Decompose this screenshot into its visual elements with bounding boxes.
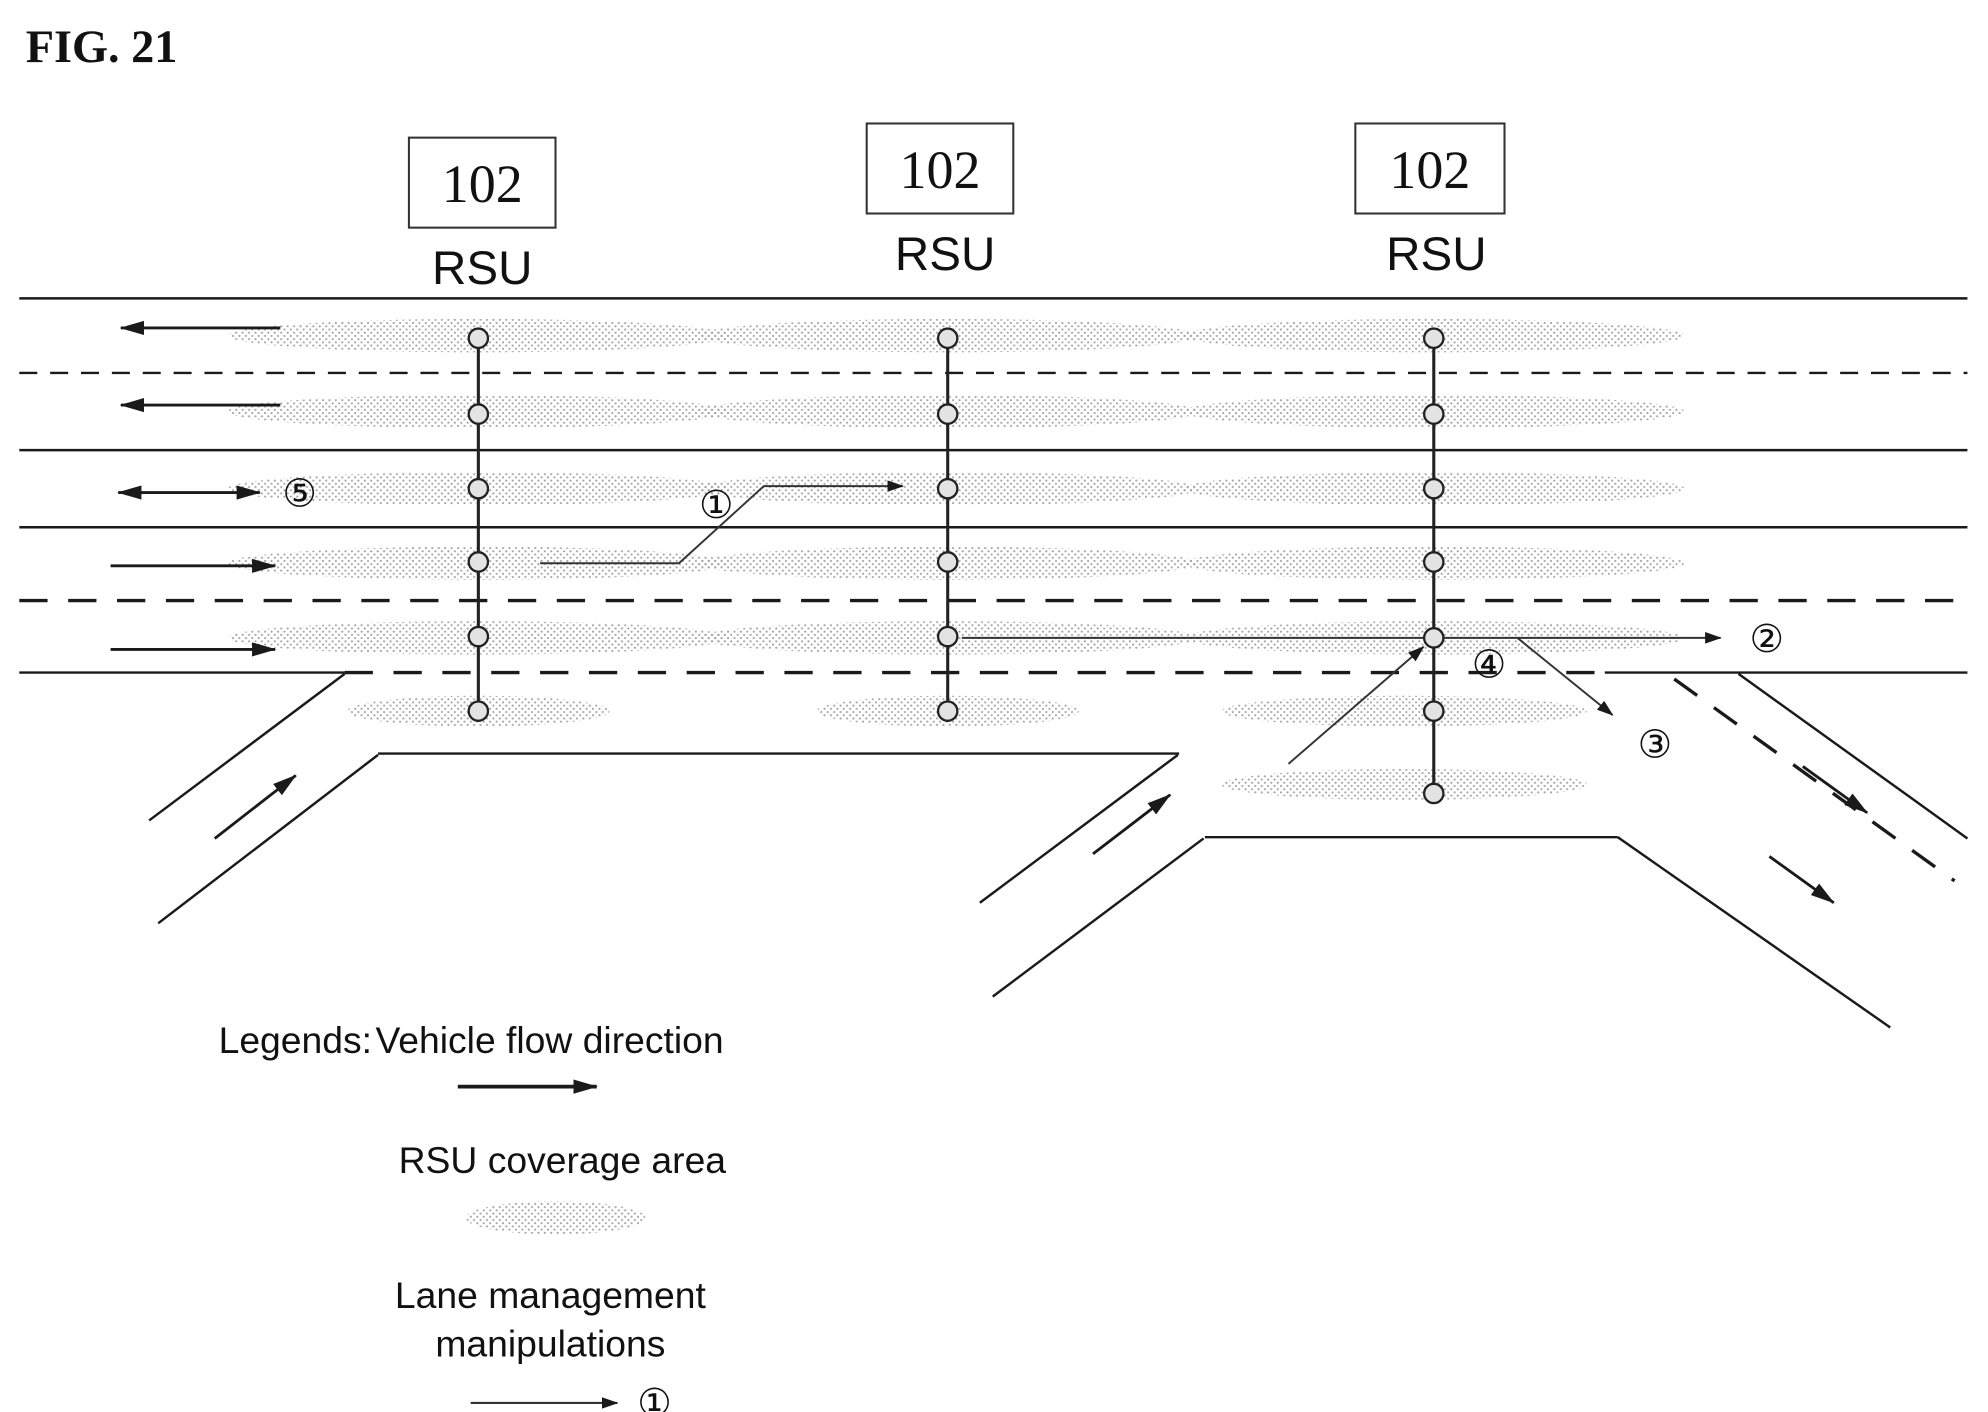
off-ramp-flow-arrow-2	[1768, 855, 1835, 904]
sensor-node	[1422, 700, 1445, 722]
legend: Legends: Vehicle flow direction RSU cove…	[219, 1019, 727, 1412]
rsu-3-ref-box	[1354, 122, 1506, 215]
manipulation-markers: ① ② ③ ④ ⑤	[282, 472, 1784, 768]
legend-manipulation-marker: ①	[637, 1381, 672, 1412]
off-ramp-lower-edge	[1616, 836, 1891, 1029]
sensor-node	[1422, 782, 1445, 805]
rsu-2-label: 102 RSU	[865, 122, 1015, 281]
rsu-labels: 102 RSU 102 RSU 102 RSU	[407, 122, 1506, 295]
ramps	[148, 672, 1969, 1029]
coverage-blob	[1221, 769, 1587, 800]
on-ramp-middle-upper-edge	[979, 753, 1179, 904]
rsu-1-label: 102 RSU	[407, 136, 557, 295]
manipulation-marker-4: ④	[1472, 643, 1507, 688]
manipulation-marker-1: ①	[699, 483, 734, 528]
off-ramp-right	[1616, 672, 1969, 1029]
sensor-node	[467, 700, 490, 722]
rsu-3-ref-number: 102	[1389, 140, 1470, 200]
rsu-1-ref-box	[407, 136, 557, 229]
vehicle-flow-arrows	[110, 320, 281, 657]
rsu-2-ref-number: 102	[899, 140, 980, 200]
manipulation-marker-3: ③	[1638, 722, 1673, 767]
sensor-node	[467, 477, 490, 500]
sensor-node	[936, 327, 959, 350]
rsu-2-name: RSU	[895, 228, 995, 281]
coverage-blob	[1221, 695, 1587, 727]
manipulation-1-path	[540, 480, 904, 565]
legend-flow-label: Vehicle flow direction	[375, 1019, 723, 1061]
manipulation-marker-2: ②	[1750, 617, 1785, 662]
off-ramp-flow-arrow-1	[1802, 765, 1869, 814]
legend-heading: Legends:	[219, 1019, 372, 1061]
rsu-1-ref-number: 102	[442, 154, 523, 214]
manipulation-marker-5: ⑤	[282, 472, 317, 517]
on-ramp-left	[148, 672, 379, 925]
sensor-node	[1422, 327, 1445, 350]
rsu-3-name: RSU	[1386, 228, 1486, 281]
on-ramp-left-upper-edge	[148, 672, 346, 822]
rsu-sensor-chains	[467, 327, 1445, 805]
off-ramp-upper-edge	[1737, 672, 1969, 840]
lane-management-manipulations	[540, 480, 1722, 765]
rsu-1-name: RSU	[432, 242, 532, 295]
off-ramp-dashed-center-line	[1673, 677, 1956, 883]
sensor-node	[936, 477, 959, 500]
on-ramp-middle-flow-arrow	[1092, 793, 1172, 856]
on-ramp-left-lower-edge	[157, 753, 379, 925]
manipulation-3-path	[1516, 637, 1614, 716]
sensor-node	[1422, 477, 1445, 500]
legend-coverage-label: RSU coverage area	[399, 1139, 727, 1181]
sensor-node	[467, 327, 490, 350]
on-ramp-left-flow-arrow	[213, 774, 297, 840]
sensor-node	[936, 625, 959, 648]
on-ramp-middle-lower-edge	[991, 837, 1205, 998]
rsu-chain-2	[936, 327, 959, 722]
sensor-node	[1422, 551, 1445, 573]
sensor-node	[467, 551, 490, 573]
sensor-node	[467, 625, 490, 648]
legend-manipulation-label-line2: manipulations	[435, 1323, 665, 1365]
legend-coverage-sample	[465, 1201, 646, 1235]
sensor-node	[467, 403, 490, 425]
sensor-node	[936, 551, 959, 573]
on-ramp-middle	[979, 753, 1205, 998]
sensor-node	[936, 700, 959, 722]
sensor-node	[1422, 627, 1445, 649]
legend-manipulation-label-line1: Lane management	[395, 1274, 707, 1316]
sensor-node	[936, 403, 959, 425]
rsu-3-label: 102 RSU	[1354, 122, 1506, 281]
rsu-2-ref-box	[865, 122, 1015, 215]
manipulation-4-path	[1287, 646, 1425, 765]
rsu-chain-1	[467, 327, 490, 722]
sensor-node	[1422, 403, 1445, 425]
figure-title: FIG. 21	[26, 22, 178, 73]
rsu-chain-3	[1422, 327, 1445, 805]
